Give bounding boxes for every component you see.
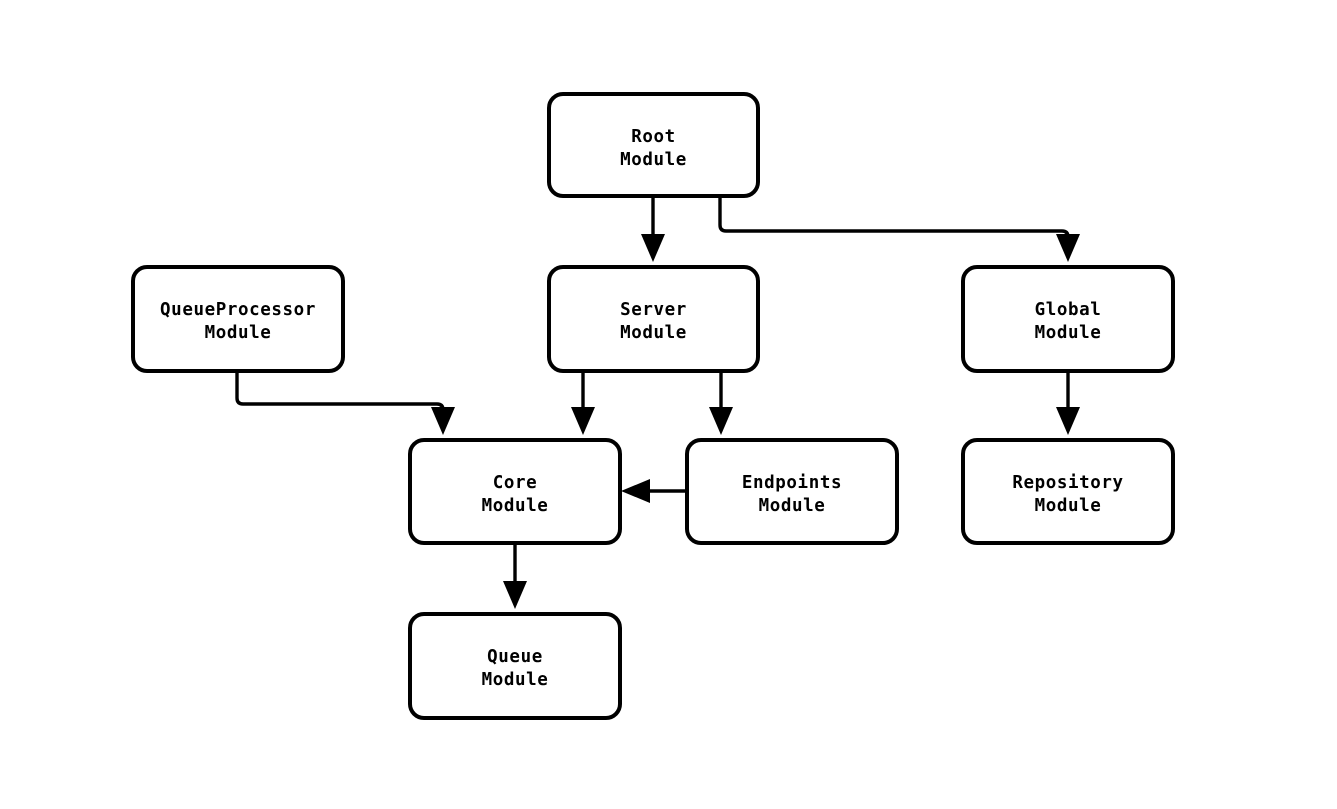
node-label-line2: Module (1035, 323, 1102, 343)
node-queueprocessor-module[interactable]: QueueProcessor Module (131, 265, 345, 373)
node-label-line1: Endpoints (742, 473, 842, 493)
arrow-head-icon (1056, 234, 1080, 262)
node-label-line2: Module (1035, 496, 1102, 516)
edge-line (235, 371, 445, 415)
edge-server-to-endpoints (709, 371, 733, 435)
edge-root-to-global (718, 196, 1080, 262)
node-label-line2: Module (205, 323, 272, 343)
node-box[interactable] (547, 265, 760, 373)
node-label-line1: QueueProcessor (160, 300, 316, 320)
node-server-module[interactable]: Server Module (547, 265, 760, 373)
node-endpoints-module[interactable]: Endpoints Module (685, 438, 899, 545)
edge-core-to-queue (503, 543, 527, 609)
node-label-line1: Global (1035, 300, 1102, 320)
arrow-head-icon (571, 407, 595, 435)
arrow-head-icon (709, 407, 733, 435)
edge-server-to-core (571, 371, 595, 435)
node-label-line1: Server (620, 300, 687, 320)
node-label-line1: Repository (1012, 473, 1123, 493)
node-global-module[interactable]: Global Module (961, 265, 1175, 373)
arrow-head-icon (621, 479, 650, 503)
node-label-line2: Module (482, 496, 549, 516)
arrow-head-icon (1056, 407, 1080, 435)
node-box[interactable] (408, 612, 622, 720)
edge-queueprocessor-to-core (235, 371, 455, 435)
node-label-line2: Module (759, 496, 826, 516)
node-box[interactable] (131, 265, 345, 373)
node-label-line2: Module (620, 150, 687, 170)
node-queue-module[interactable]: Queue Module (408, 612, 622, 720)
node-box[interactable] (408, 438, 622, 545)
arrow-head-icon (503, 581, 527, 609)
node-box[interactable] (547, 92, 760, 198)
node-core-module[interactable]: Core Module (408, 438, 622, 545)
node-box[interactable] (685, 438, 899, 545)
node-repository-module[interactable]: Repository Module (961, 438, 1175, 545)
node-label-line1: Queue (487, 647, 543, 667)
edge-endpoints-to-core (621, 479, 687, 503)
node-box[interactable] (961, 438, 1175, 545)
node-label-line2: Module (620, 323, 687, 343)
arrow-head-icon (431, 407, 455, 435)
node-label-line2: Module (482, 670, 549, 690)
edge-global-to-repository (1056, 371, 1080, 435)
node-root-module[interactable]: Root Module (547, 92, 760, 198)
edge-root-to-server (641, 196, 665, 262)
node-label-line1: Core (493, 473, 538, 493)
node-box[interactable] (961, 265, 1175, 373)
arrow-head-icon (641, 234, 665, 262)
edge-line (718, 196, 1070, 242)
node-label-line1: Root (631, 127, 676, 147)
